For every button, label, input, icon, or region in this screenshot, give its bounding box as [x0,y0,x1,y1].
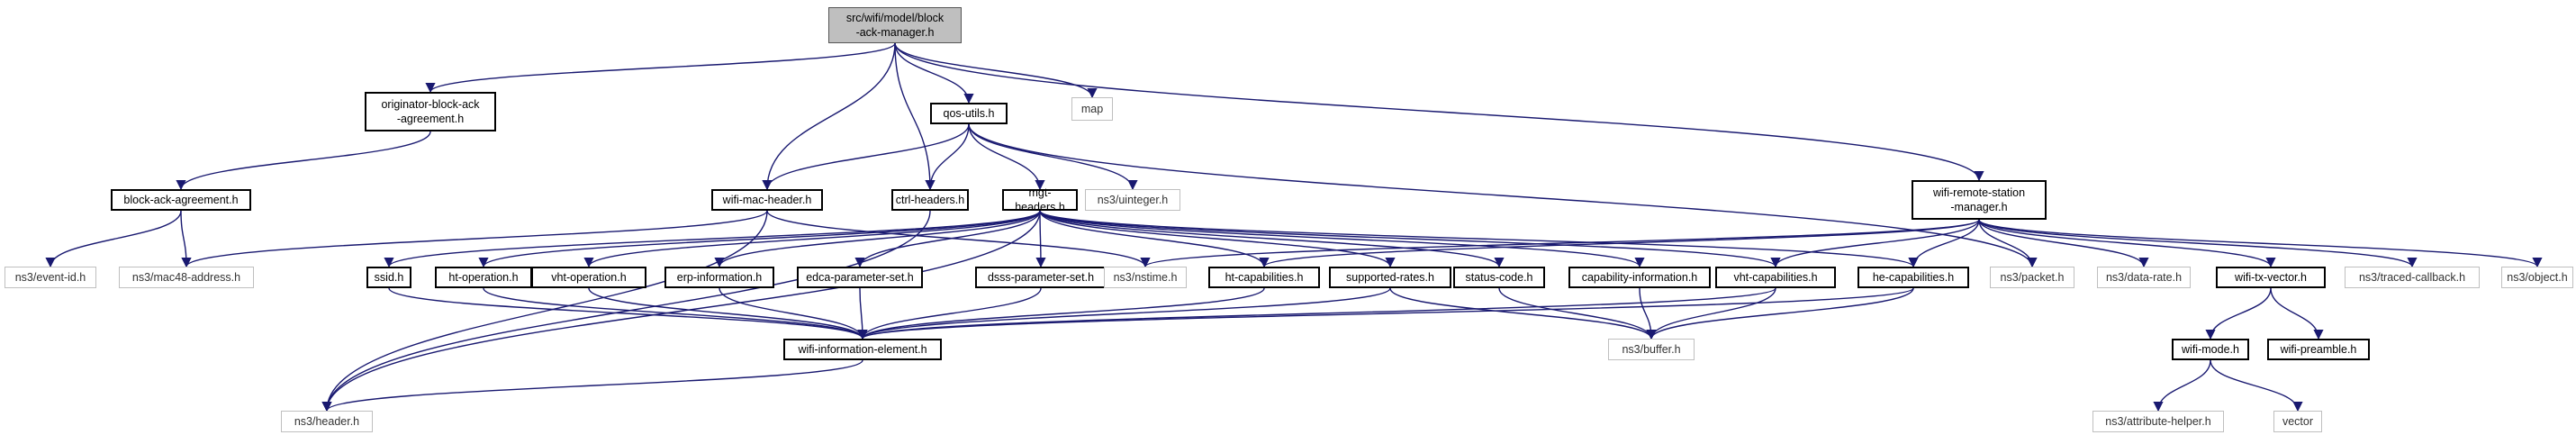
edge-baa-to-mac48 [180,210,192,268]
edge-wrsm-to-htcap [1259,219,1980,268]
edge-wmode-to-vector [2210,359,2303,412]
edge-mgt-to-capinfo [1039,210,1645,268]
node-status[interactable]: status-code.h [1453,267,1545,288]
edge-wrsm-to-packet [1978,219,2038,268]
edge-htcap-to-wie [857,287,1265,340]
edge-mgt-to-hecap [1039,210,1919,268]
edge-wmh-to-nstime [766,210,1151,268]
node-mac48[interactable]: ns3/mac48-address.h [119,267,254,288]
node-root[interactable]: src/wifi/model/block -ack-manager.h [828,7,962,43]
node-wmode[interactable]: wifi-mode.h [2172,339,2249,360]
edge-wmh-to-header [321,210,768,412]
edge-txv-to-wpre [2270,287,2324,340]
edge-mgt-to-dsss [1035,210,1046,268]
node-ctrl[interactable]: ctrl-headers.h [891,189,969,211]
edge-qos-to-mgt [968,123,1045,191]
edge-root-to-ctrl [894,42,935,191]
node-header[interactable]: ns3/header.h [281,411,373,432]
node-hecap[interactable]: he-capabilities.h [1857,267,1969,288]
edge-edca-to-wie [857,287,868,340]
edge-root-to-obaa [425,42,896,94]
node-mgt[interactable]: mgt-headers.h [1002,186,1078,213]
edge-wrsm-to-nstime [1140,219,1980,268]
edge-mgt-to-htop [478,210,1041,268]
node-txv[interactable]: wifi-tx-vector.h [2216,267,2326,288]
edge-wrsm-to-tcb [1978,219,2418,268]
edge-txv-to-wmode [2205,287,2272,340]
edge-vhtcap-to-wie [857,287,1776,340]
edge-mgt-to-status [1039,210,1505,268]
node-vector[interactable]: vector [2273,411,2322,432]
edge-root-to-wmh [762,42,896,191]
edge-qos-to-wmh [762,123,970,191]
node-nstime[interactable]: ns3/nstime.h [1104,267,1187,288]
node-qos[interactable]: qos-utils.h [930,103,1008,124]
edge-qos-to-ctrl [925,123,970,191]
node-eid[interactable]: ns3/event-id.h [5,267,96,288]
node-vhtop[interactable]: vht-operation.h [531,267,646,288]
node-htop[interactable]: ht-operation.h [435,267,532,288]
node-attr[interactable]: ns3/attribute-helper.h [2092,411,2224,432]
edge-vhtcap-to-buffer [1646,287,1776,340]
edge-ssid-to-wie [388,287,868,340]
edge-root-to-qos [894,42,974,104]
edge-hecap-to-buffer [1646,287,1914,340]
edge-dsss-to-wie [857,287,1042,340]
node-wpre[interactable]: wifi-preamble.h [2267,339,2370,360]
node-wrsm[interactable]: wifi-remote-station -manager.h [1912,180,2047,220]
node-obj[interactable]: ns3/object.h [2501,267,2573,288]
edge-mgt-to-sup [1039,210,1396,268]
edge-wmh-to-mac48 [181,210,768,268]
edge-status-to-buffer [1498,287,1657,340]
node-sup[interactable]: supported-rates.h [1329,267,1451,288]
node-baa[interactable]: block-ack-agreement.h [111,189,251,211]
edge-wrsm-to-obj [1978,219,2543,268]
edge-vhtop-to-wie [588,287,868,340]
edge-hecap-to-wie [857,287,1914,340]
node-drate[interactable]: ns3/data-rate.h [2097,267,2191,288]
edge-wrsm-to-hecap [1908,219,1980,268]
edge-wrsm-to-txv [1978,219,2276,268]
edge-qos-to-packet [968,123,2038,268]
edge-mgt-to-edca [854,210,1041,268]
edge-obaa-to-baa [176,131,431,191]
edge-root-to-map [894,42,1098,99]
edge-mgt-to-erp [714,210,1041,268]
node-tcb[interactable]: ns3/traced-callback.h [2345,267,2480,288]
edge-wrsm-to-drate [1978,219,2149,268]
node-capinfo[interactable]: capability-information.h [1568,267,1711,288]
node-edca[interactable]: edca-parameter-set.h [797,267,923,288]
edge-qos-to-uint [968,123,1138,191]
edge-mgt-to-vhtop [583,210,1041,268]
node-obaa[interactable]: originator-block-ack -agreement.h [365,92,496,131]
node-map[interactable]: map [1071,97,1113,121]
node-wie[interactable]: wifi-information-element.h [783,339,942,360]
node-packet[interactable]: ns3/packet.h [1990,267,2074,288]
edge-baa-to-eid [45,210,182,268]
edge-mgt-to-header [321,210,1041,412]
edge-root-to-wrsm [894,42,1984,182]
edge-wie-to-header [321,359,863,412]
node-dsss[interactable]: dsss-parameter-set.h [975,267,1107,288]
edge-sup-to-buffer [1389,287,1657,340]
edge-erp-to-wie [719,287,868,340]
edge-wrsm-to-vhtcap [1770,219,1980,268]
edge-mgt-to-vhtcap [1039,210,1781,268]
node-htcap[interactable]: ht-capabilities.h [1208,267,1320,288]
node-erp[interactable]: erp-information.h [664,267,774,288]
edge-wmode-to-attr [2153,359,2211,412]
node-vhtcap[interactable]: vht-capabilities.h [1715,267,1836,288]
edge-mgt-to-htcap [1039,210,1270,268]
edge-sup-to-wie [857,287,1391,340]
node-buffer[interactable]: ns3/buffer.h [1608,339,1695,360]
edge-htop-to-wie [483,287,868,340]
node-wmh[interactable]: wifi-mac-header.h [711,189,823,211]
edge-mgt-to-ssid [384,210,1041,268]
node-ssid[interactable]: ssid.h [366,267,411,288]
node-uint[interactable]: ns3/uinteger.h [1085,189,1180,211]
